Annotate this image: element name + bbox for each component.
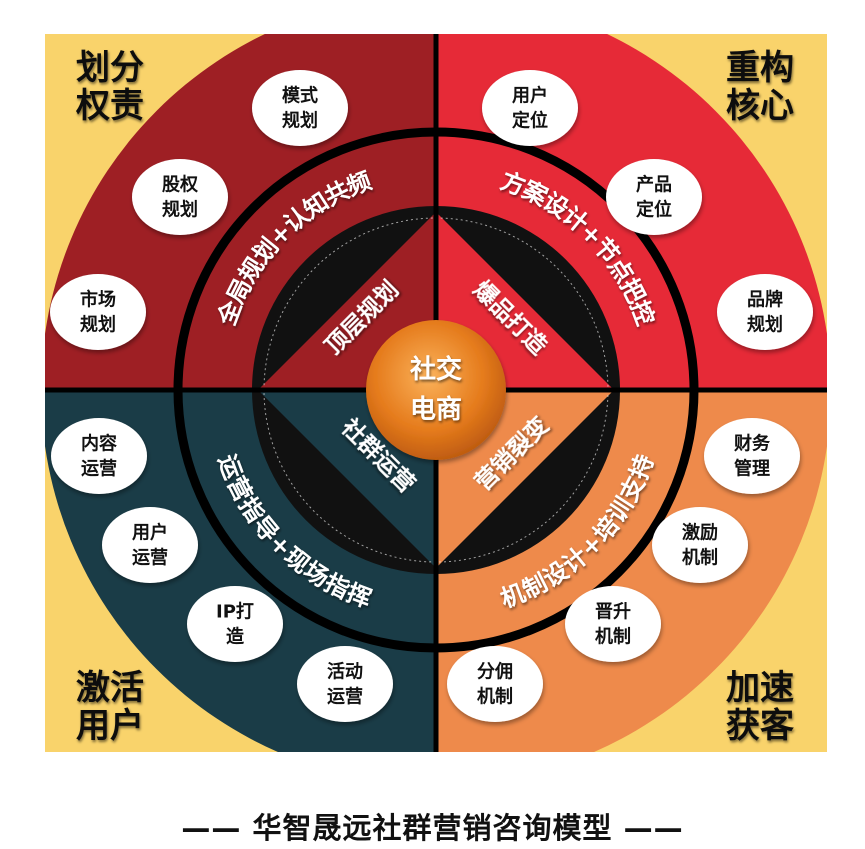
pill-shape <box>482 70 578 146</box>
pill-shape <box>297 646 393 722</box>
pill-label-line1: 产品 <box>636 174 672 196</box>
pill-shape <box>606 159 702 235</box>
pill-label-line2: 定位 <box>512 110 548 132</box>
pill-label-line2: 规划 <box>282 110 318 132</box>
pill-shape <box>704 418 800 494</box>
pill-label-line1: 股权 <box>161 174 199 196</box>
pill-label-line2: 管理 <box>734 458 770 480</box>
pill-label-line1: 用户 <box>132 522 168 544</box>
pill-label-line2: 运营 <box>81 458 117 480</box>
center-label-line2: 电商 <box>410 394 462 425</box>
corner-heading-top-right-line1: 重构 <box>726 48 794 88</box>
pill-label-line1: 晋升 <box>595 602 631 623</box>
diagram-title: —— 华智晟远社群营销咨询模型 —— <box>181 811 684 845</box>
pill-label-line1: 激励 <box>682 522 718 544</box>
pill-label-line2: 机制 <box>682 548 718 569</box>
pill-label-line2: 定位 <box>636 199 672 221</box>
pill-label-line1: 模式 <box>282 85 318 107</box>
corner-heading-top-right-line2: 核心 <box>726 86 794 126</box>
pill-label-line2: 机制 <box>477 687 513 708</box>
center-circle <box>366 320 506 460</box>
pill-label-line1: 活动 <box>327 661 363 683</box>
pill-shape <box>187 586 283 662</box>
corner-heading-bottom-left-line1: 激活 <box>76 668 144 708</box>
corner-heading-bottom-right-line1: 加速 <box>726 668 794 708</box>
pill-label-line2: 运营 <box>132 547 168 569</box>
corner-heading-bottom-left-line2: 用户 <box>76 706 144 746</box>
pill-label-line1: 内容 <box>81 433 117 455</box>
pill-shape <box>717 274 813 350</box>
pill-label-line2: 规划 <box>80 314 116 336</box>
pill-shape <box>51 418 147 494</box>
center-label-line1: 社交 <box>410 354 462 385</box>
pill-shape <box>565 586 661 662</box>
pill-shape <box>132 159 228 235</box>
pill-shape <box>50 274 146 350</box>
pill-label-line2: 造 <box>226 626 244 648</box>
pill-label-line1: IP打 <box>216 601 254 623</box>
pill-shape <box>252 70 348 146</box>
consulting-model-diagram: 全局规划+认知共频方案设计+节点把控运营指导+现场指挥机制设计+培训支持顶层规划… <box>45 34 827 752</box>
pill-shape <box>102 507 198 583</box>
pill-label-line1: 分佣 <box>477 661 513 683</box>
pill-shape <box>652 507 748 583</box>
pill-shape <box>447 646 543 722</box>
pill-label-line1: 品牌 <box>747 289 783 311</box>
pill-label-line2: 规划 <box>162 199 198 221</box>
pill-label-line1: 财务 <box>734 433 771 455</box>
pill-label-line2: 运营 <box>327 686 363 708</box>
corner-heading-top-left-line2: 权责 <box>75 86 144 126</box>
pill-label-line2: 规划 <box>747 314 783 336</box>
pill-label-line1: 市场 <box>80 289 116 311</box>
pill-label-line2: 机制 <box>595 627 631 648</box>
pill-label-line1: 用户 <box>512 85 548 107</box>
corner-heading-top-left-line1: 划分 <box>76 48 144 88</box>
corner-heading-bottom-right-line2: 获客 <box>726 706 794 746</box>
